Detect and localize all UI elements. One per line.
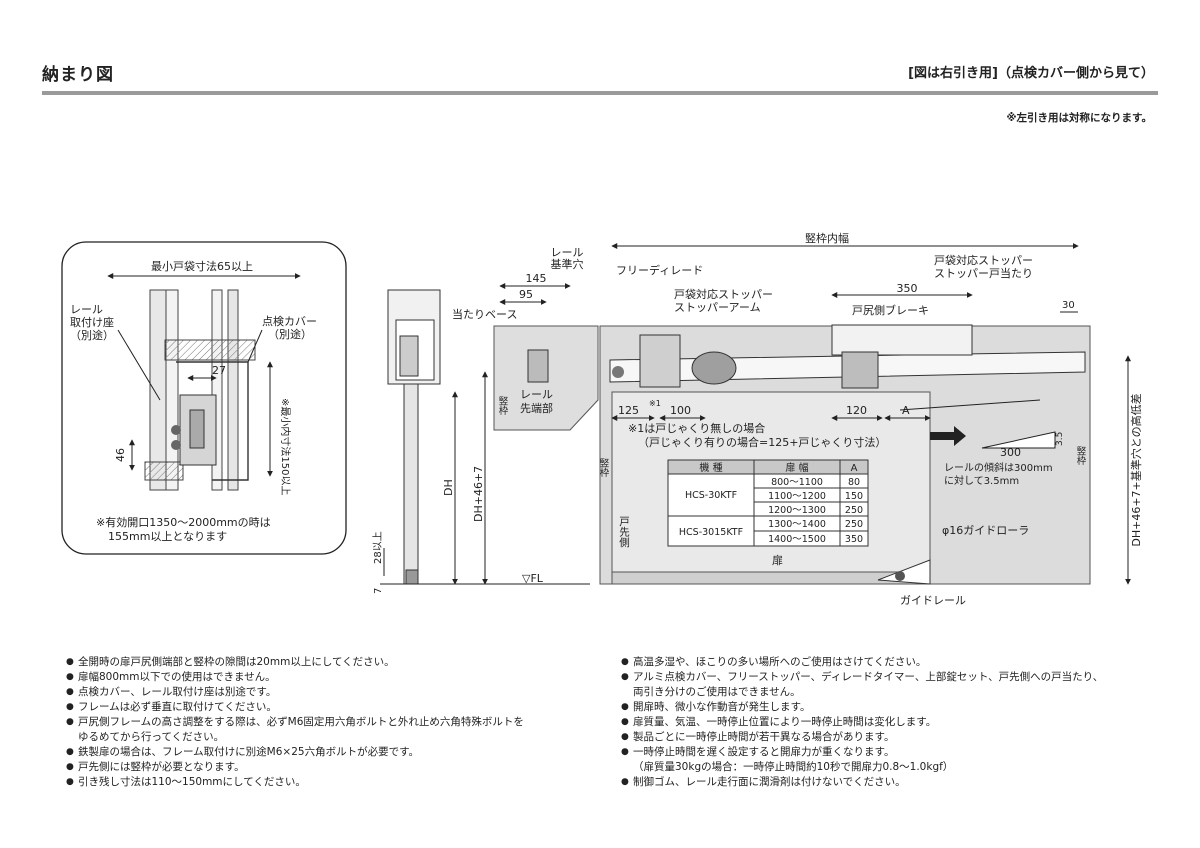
- note1-line-1: ※1は戸じゃくり無しの場合: [628, 421, 765, 435]
- guide-roller-label: φ16ガイドローラ: [942, 524, 1029, 537]
- dim-350: 350: [897, 282, 918, 295]
- brake-label: 戸尻側ブレーキ: [852, 303, 929, 317]
- table-cell-width: 1300～1400: [768, 519, 826, 530]
- pocket-stop-label-2: ストッパー戸当たり: [934, 266, 1033, 280]
- table-cell-a: 350: [845, 534, 863, 545]
- table-cell-a: 250: [845, 519, 863, 530]
- note-item: 点検カバー、レール取付け座は別途です。: [66, 685, 524, 700]
- detail-note-2: 155mm以上となります: [108, 530, 227, 543]
- dim-dh: DH: [442, 479, 455, 496]
- note-item-continued: ゆるめてから行ってください。: [78, 731, 225, 743]
- table-cell-width: 1200～1300: [768, 505, 826, 516]
- detail-note-1: ※有効開口1350～2000mmの時は: [96, 515, 271, 529]
- rail-mount-label-1: レール: [70, 303, 103, 316]
- guide-rail-label: ガイドレール: [900, 594, 966, 607]
- note-item: 扉幅800mm以下での使用はできません。: [66, 670, 524, 685]
- dim-100: 100: [670, 404, 691, 417]
- note-item: 製品ごとに一時停止時間が若干異なる場合があります。: [621, 730, 1103, 745]
- cover-label-2: （別途）: [268, 327, 312, 341]
- table-cell-a: 150: [845, 491, 863, 502]
- view-note: [図は右引き用]（点検カバー側から見て）: [908, 66, 1154, 81]
- table-header-a: A: [851, 463, 858, 474]
- table-cell-width: 800～1100: [771, 477, 823, 488]
- dim-95: 95: [519, 288, 533, 301]
- note-item: フレームは必ず垂直に取付けてください。: [66, 700, 524, 715]
- table-cell-a: 250: [845, 505, 863, 516]
- frame-width-label: 竪枠内幅: [805, 231, 849, 245]
- rail-mount-label-2: 取付け座: [70, 315, 114, 329]
- rail-tip-label-2: 先端部: [520, 401, 553, 415]
- rail-ref-label-2: 基準穴: [551, 257, 584, 271]
- dim-120: 120: [846, 404, 867, 417]
- dim-28: 28以上: [372, 531, 384, 564]
- detail-panel: 最小戸袋寸法65以上 レール 取付け座 （別途） 点検カバー （別途） 27 4…: [61, 241, 347, 555]
- dim-46: 46: [114, 448, 127, 462]
- rail-mount-label-3: （別途）: [70, 328, 114, 342]
- table-row-model: HCS-30KTF: [685, 490, 737, 501]
- section-view: DH DH+46+7 28以上 7: [372, 289, 590, 594]
- cover-label-1: 点検カバー: [262, 314, 317, 328]
- dim-145: 145: [526, 272, 547, 285]
- note-item: 高温多湿や、ほこりの多い場所へのご使用はさけてください。: [621, 655, 1103, 670]
- rail-tip-label-1: レール: [520, 388, 553, 401]
- dim-300: 300: [1000, 446, 1021, 459]
- dim-27: 27: [212, 364, 226, 377]
- table-header-model: 機 種: [699, 461, 722, 474]
- note-item: 開扉時、微小な作動音が発生します。: [621, 700, 1103, 715]
- note-item-continued: （扉質量30kgの場合：一時停止時間約10秒で開扉力0.8～1.0kgf）: [633, 761, 954, 773]
- dim-dh46: DH+46+7: [472, 466, 485, 522]
- slope-label-1: レールの傾斜は300mm: [944, 461, 1053, 474]
- note-item: 全開時の扉戸尻側端部と竪枠の隙間は20mm以上にしてください。: [66, 655, 524, 670]
- right-dim-label: DH+46+7+基準穴との高低差: [1129, 393, 1143, 546]
- slope-label-2: に対して3.5mm: [944, 474, 1019, 487]
- note-item: アルミ点検カバー、フリーストッパー、ディレードタイマー、上部錠セット、戸先側への…: [621, 670, 1103, 685]
- dim-125: 125: [618, 404, 639, 417]
- note-item: 戸先側には竪枠が必要となります。: [66, 760, 524, 775]
- rail-ref-label-1: レール: [551, 246, 584, 259]
- page-title: 納まり図: [42, 65, 114, 85]
- note-item: 戸尻側フレームの高さ調整をする際は、必ずM6固定用六角ボルトと外れ止め六角特殊ボ…: [66, 715, 524, 730]
- pocket-arm-label-1: 戸袋対応ストッパー: [674, 287, 773, 301]
- free-delay-label: フリーディレード: [616, 263, 703, 277]
- table-cell-width: 1100～1200: [768, 491, 826, 502]
- min-pocket-label: 最小戸袋寸法65以上: [151, 259, 253, 273]
- notes-left: 全開時の扉戸尻側端部と竪枠の隙間は20mm以上にしてください。 扉幅800mm以…: [66, 655, 524, 790]
- note-item: 鉄製扉の場合は、フレーム取付けに別途M6×25六角ボルトが必要です。: [66, 745, 524, 760]
- dim-35: 3.5: [1055, 432, 1065, 446]
- table-row-model: HCS-3015KTF: [679, 527, 743, 538]
- door-edge-label: 戸先側: [618, 516, 630, 548]
- note-item: 扉質量、気温、一時停止位置により一時停止時間は変化します。: [621, 715, 1103, 730]
- note-item: 一時停止時間を遅く設定すると開扉力が重くなります。: [621, 745, 1103, 760]
- note-item: 制御ゴム、レール走行面に潤滑剤は付けないでください。: [621, 775, 1103, 790]
- table-header-width: 扉 幅: [785, 461, 808, 474]
- pocket-stop-label-1: 戸袋対応ストッパー: [934, 253, 1033, 267]
- note1-line-2: （戸じゃくり有りの場合=125+戸じゃくり寸法）: [638, 435, 886, 449]
- elevation-view: レール 基準穴 145 95 当たりベース レール 先端部 フリーディレード 戸…: [452, 231, 1143, 607]
- note-item: 引き残し寸法は110～150mmにしてください。: [66, 775, 524, 790]
- frame-right-label: 竪枠: [1075, 446, 1087, 466]
- stop-base-label: 当たりベース: [452, 307, 517, 321]
- notes-right: 高温多湿や、ほこりの多い場所へのご使用はさけてください。 アルミ点検カバー、フリ…: [621, 655, 1103, 790]
- symmetry-note: ※左引き用は対称になります。: [1006, 112, 1152, 124]
- table-cell-width: 1400～1500: [768, 534, 826, 545]
- frame-left-label: 竪枠: [497, 396, 509, 416]
- dim-7: 7: [373, 588, 384, 594]
- note-item-continued: 両引き分けのご使用はできません。: [633, 686, 801, 698]
- inner-dim-label: ※最小内寸法150以上: [279, 398, 292, 495]
- mark-1: ※1: [649, 399, 661, 408]
- door-label: 扉: [772, 554, 783, 567]
- header-divider: [42, 91, 1158, 95]
- fl-label: ▽FL: [522, 572, 544, 585]
- table-cell-a: 80: [848, 477, 860, 488]
- dim-30: 30: [1062, 300, 1075, 311]
- dim-a: A: [902, 404, 910, 417]
- pocket-arm-label-2: ストッパーアーム: [674, 301, 761, 314]
- frame-mid-label: 竪枠: [598, 458, 610, 478]
